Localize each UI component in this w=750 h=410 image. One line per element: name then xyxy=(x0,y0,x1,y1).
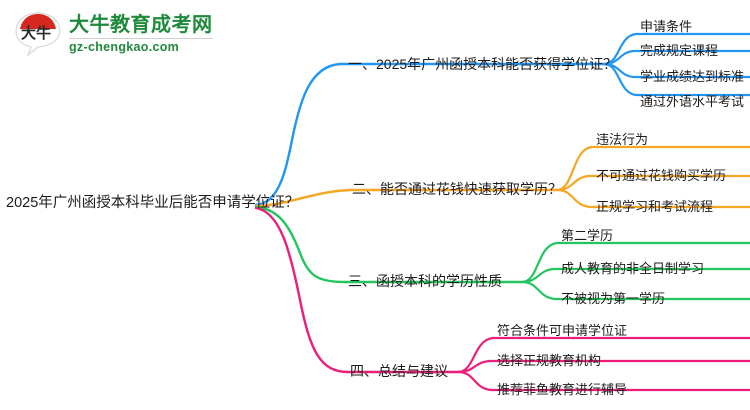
leaf-node-1-1[interactable]: 申请条件 xyxy=(640,19,693,34)
leaf-node-1-4[interactable]: 通过外语水平考试 xyxy=(640,94,745,109)
branch-connector-3 xyxy=(254,205,524,284)
logo-title: 大牛教育成考网 xyxy=(69,13,213,36)
leaf-node-4-3[interactable]: 推荐菲鱼教育进行辅导 xyxy=(497,382,628,397)
leaf-node-3-3[interactable]: 不被视为第一学历 xyxy=(561,291,666,306)
branch-connector-2 xyxy=(254,188,559,208)
leaf-node-4-2[interactable]: 选择正规教育机构 xyxy=(497,353,602,368)
branch-connector-1 xyxy=(254,62,606,207)
logo-domain: gz-chengkao.com xyxy=(69,39,180,54)
mindmap-root-node[interactable]: 2025年广州函授本科毕业后能否申请学位证？ xyxy=(6,195,300,211)
branch-node-4[interactable]: 四、总结与建议 xyxy=(350,363,448,379)
svg-text:大牛: 大牛 xyxy=(21,24,51,42)
branch-node-3[interactable]: 三、函授本科的学历性质 xyxy=(348,273,502,289)
leaf-node-3-1[interactable]: 第二学历 xyxy=(561,228,614,243)
branch-connector-4 xyxy=(254,206,460,374)
leaf-node-2-1[interactable]: 违法行为 xyxy=(596,132,649,147)
site-logo[interactable]: 大牛 大牛教育成考网 gz-chengkao.com xyxy=(14,8,213,60)
logo-divider xyxy=(69,37,213,39)
leaf-node-1-2[interactable]: 完成规定课程 xyxy=(640,43,719,58)
subconnectors-2 xyxy=(555,145,750,209)
logo-mark-icon: 大牛 xyxy=(14,11,62,57)
leaf-node-2-3[interactable]: 正规学习和考试流程 xyxy=(596,199,714,214)
subconnectors-1 xyxy=(602,32,750,97)
branch-node-2[interactable]: 二、能否通过花钱快速获取学历？ xyxy=(352,181,562,197)
subconnectors-4 xyxy=(456,336,750,392)
leaf-node-4-1[interactable]: 符合条件可申请学位证 xyxy=(497,323,628,338)
leaf-node-2-2[interactable]: 不可通过花钱购买学历 xyxy=(596,168,727,183)
branch-node-1[interactable]: 一、2025年广州函授本科能否获得学位证？ xyxy=(348,56,618,72)
leaf-node-1-3[interactable]: 学业成绩达到标准 xyxy=(640,69,745,84)
subconnectors-3 xyxy=(520,241,750,301)
leaf-node-3-2[interactable]: 成人教育的非全日制学习 xyxy=(561,261,705,276)
